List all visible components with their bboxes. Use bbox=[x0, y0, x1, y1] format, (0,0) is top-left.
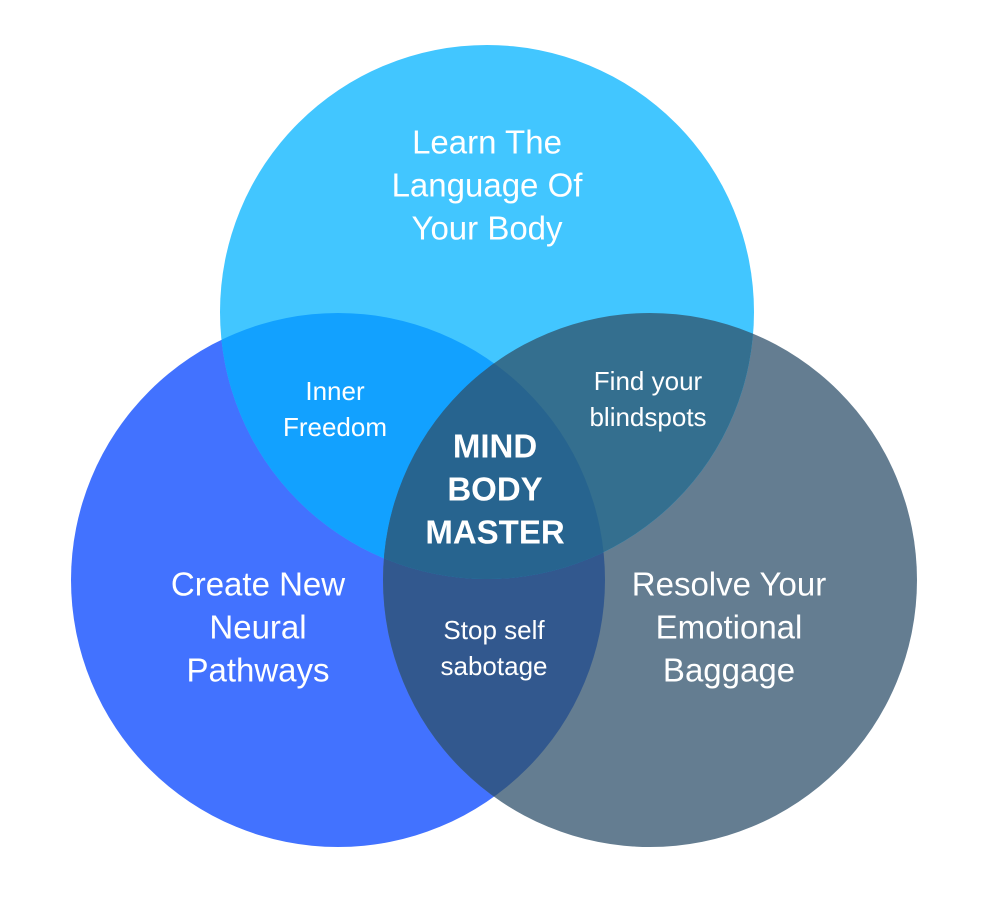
label-center: MIND BODY MASTER bbox=[425, 427, 565, 551]
label-top-left: Inner Freedom bbox=[282, 376, 388, 442]
label-top: Learn The Language Of Your Body bbox=[391, 123, 583, 247]
label-right: Resolve Your Emotional Baggage bbox=[631, 565, 827, 689]
overlap-center bbox=[383, 313, 605, 579]
label-left-right: Stop self sabotage bbox=[440, 615, 548, 681]
label-left: Create New Neural Pathways bbox=[170, 565, 346, 689]
label-top-right: Find your blindspots bbox=[589, 366, 707, 432]
